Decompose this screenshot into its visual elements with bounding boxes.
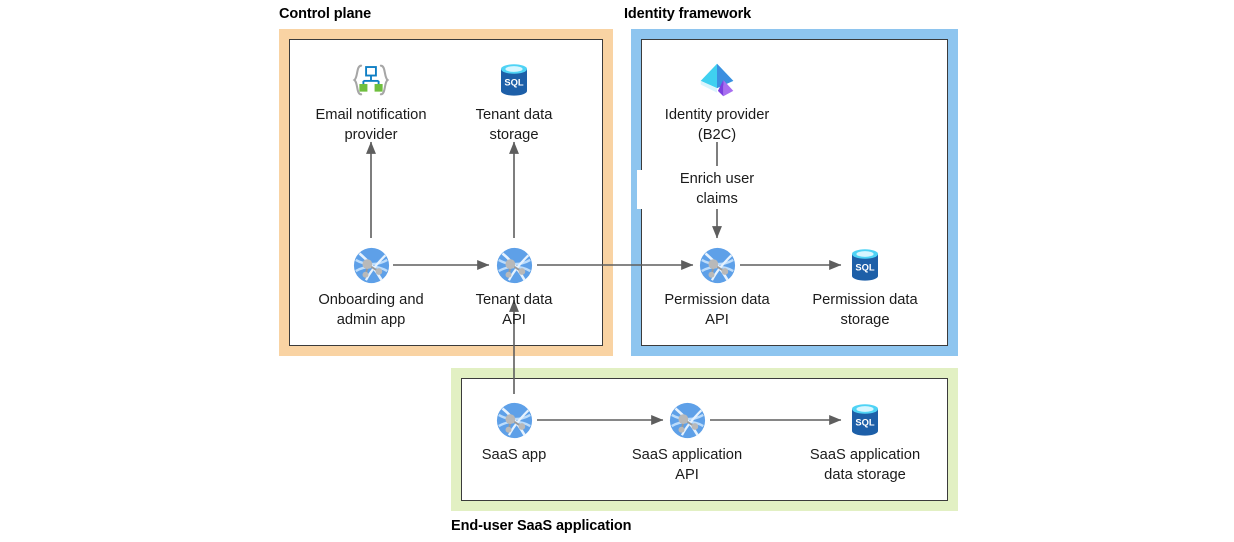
app-service-icon: [429, 398, 599, 442]
app-service-icon: [632, 243, 802, 287]
sql-database-icon: SQL: [780, 398, 950, 442]
app-service-icon: [286, 243, 456, 287]
sql-database-icon: SQL: [852, 404, 878, 436]
app-service-icon: [353, 247, 389, 283]
node-saas-application-api[interactable]: SaaS application API: [602, 398, 772, 485]
node-label-saas-application-api: SaaS application API: [631, 447, 743, 483]
node-permission-data-api[interactable]: Permission data API: [632, 243, 802, 330]
node-saas-application-data-storage[interactable]: SQL SaaS application data storage: [780, 398, 950, 485]
app-service-icon: [429, 243, 599, 287]
edge-label-enrich-user-claims: Enrich user claims: [637, 170, 797, 209]
azure-ad-b2c-icon: [700, 63, 734, 97]
node-tenant-data-api[interactable]: Tenant data API: [429, 243, 599, 330]
node-label-onboarding-and-admin-app: Onboarding and admin app: [318, 292, 424, 328]
node-label-permission-data-api: Permission data API: [664, 292, 770, 328]
node-tenant-data-storage[interactable]: SQL Tenant data storage: [429, 58, 599, 145]
node-label-email-notification-provider: Email notification provider: [315, 107, 427, 143]
node-label-saas-application-data-storage: SaaS application data storage: [809, 447, 921, 483]
group-inner-end-user-saas-application: [461, 378, 948, 501]
node-email-notification-provider[interactable]: Email notification provider: [286, 58, 456, 145]
node-label-tenant-data-storage: Tenant data storage: [475, 107, 553, 143]
node-identity-provider-b2c[interactable]: Identity provider (B2C): [632, 58, 802, 145]
app-service-icon: [496, 402, 532, 438]
logic-apps-icon: [286, 58, 456, 102]
sql-database-icon: SQL: [429, 58, 599, 102]
svg-text:SQL: SQL: [855, 262, 875, 273]
svg-text:SQL: SQL: [504, 77, 524, 88]
group-title-end-user-saas-application: End-user SaaS application: [451, 518, 632, 534]
group-inner-control-plane: [289, 39, 603, 346]
app-service-icon: [496, 247, 532, 283]
app-service-icon: [699, 247, 735, 283]
node-label-permission-data-storage: Permission data storage: [812, 292, 918, 328]
sql-database-icon: SQL: [780, 243, 950, 287]
sql-database-icon: SQL: [852, 249, 878, 281]
app-service-icon: [602, 398, 772, 442]
group-title-identity-framework: Identity framework: [624, 6, 752, 22]
azure-ad-b2c-icon: [632, 58, 802, 102]
logic-apps-icon: [352, 64, 390, 96]
node-permission-data-storage[interactable]: SQL Permission data storage: [780, 243, 950, 330]
node-label-identity-provider-b2c: Identity provider (B2C): [664, 107, 770, 143]
node-onboarding-and-admin-app[interactable]: Onboarding and admin app: [286, 243, 456, 330]
sql-database-icon: SQL: [501, 64, 527, 96]
app-service-icon: [669, 402, 705, 438]
node-label-tenant-data-api: Tenant data API: [475, 292, 553, 328]
group-title-control-plane: Control plane: [279, 6, 372, 22]
svg-text:SQL: SQL: [855, 417, 875, 428]
node-label-saas-app: SaaS app: [481, 447, 547, 463]
node-saas-app[interactable]: SaaS app: [429, 398, 599, 466]
